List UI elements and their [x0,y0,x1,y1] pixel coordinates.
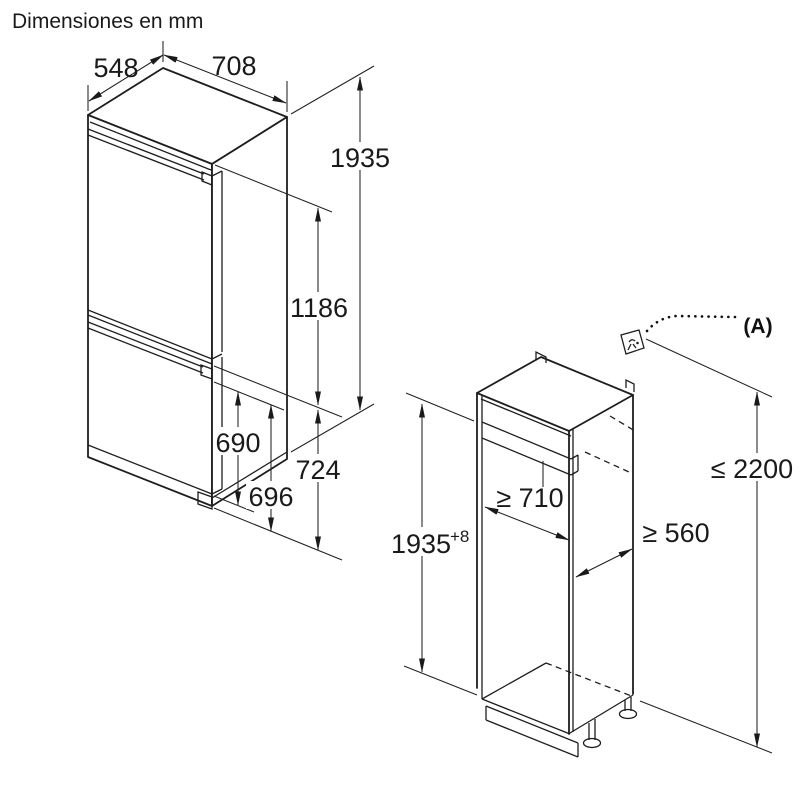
niche-top-rail [481,421,579,476]
dimension-socket-height: ≤ 2200 [708,391,798,748]
power-socket-icon [620,329,645,355]
appliance-width-label: 708 [211,51,256,81]
door-divider [87,309,213,365]
appliance-isometric-view: 548 708 1935 1186 690 696 [87,41,392,561]
appliance-depth-label: 548 [93,53,138,83]
freezer-door-bottom-edge [87,444,213,495]
niche-top-face [476,356,634,432]
dimension-niche-width: ≥ 710 [484,483,570,541]
freezer-door-height-label: 690 [215,428,260,458]
callout-A-label: (A) [743,315,772,338]
dimension-lower-section: 696 [246,404,297,532]
appliance-height-label: 1935 [330,143,390,173]
socket-height-label: ≤ 2200 [711,454,793,484]
freezer-door-handle [87,321,204,374]
page-title: Dimensiones en mm [12,10,203,33]
niche-depth-label: ≥ 560 [642,518,709,548]
dimension-lower-total: 724 [293,409,344,551]
dimension-niche-height: 1935 +8 [391,403,469,673]
dimension-appliance-depth: 548 [88,53,164,102]
niche-adjustable-feet [582,697,638,749]
niche-height-label: 1935 [391,529,451,559]
dimension-appliance-upper-section: 1186 [288,207,351,406]
dimension-freezer-door-height: 690 [213,391,264,506]
appliance-front-foot [197,491,213,510]
niche-plinth [485,705,579,758]
dimension-niche-depth: ≥ 560 [575,518,710,578]
niche-floor [481,662,571,735]
upper-door-handle [87,128,205,181]
niche-width-label: ≥ 710 [496,483,563,513]
lower-section-label: 696 [248,482,293,512]
niche-height-tolerance-label: +8 [450,527,469,546]
callout-dotted-leader [645,314,737,333]
appliance-upper-section-label: 1186 [290,293,348,323]
appliance-front-door-face [87,114,213,507]
lower-total-label: 724 [295,455,340,485]
niche-isometric-view: 1935 +8 ≥ 710 ≥ 560 ≤ 2200 (A) [391,314,798,758]
dimension-appliance-width: 708 [163,51,287,104]
dimension-appliance-height: 1935 [329,76,392,411]
